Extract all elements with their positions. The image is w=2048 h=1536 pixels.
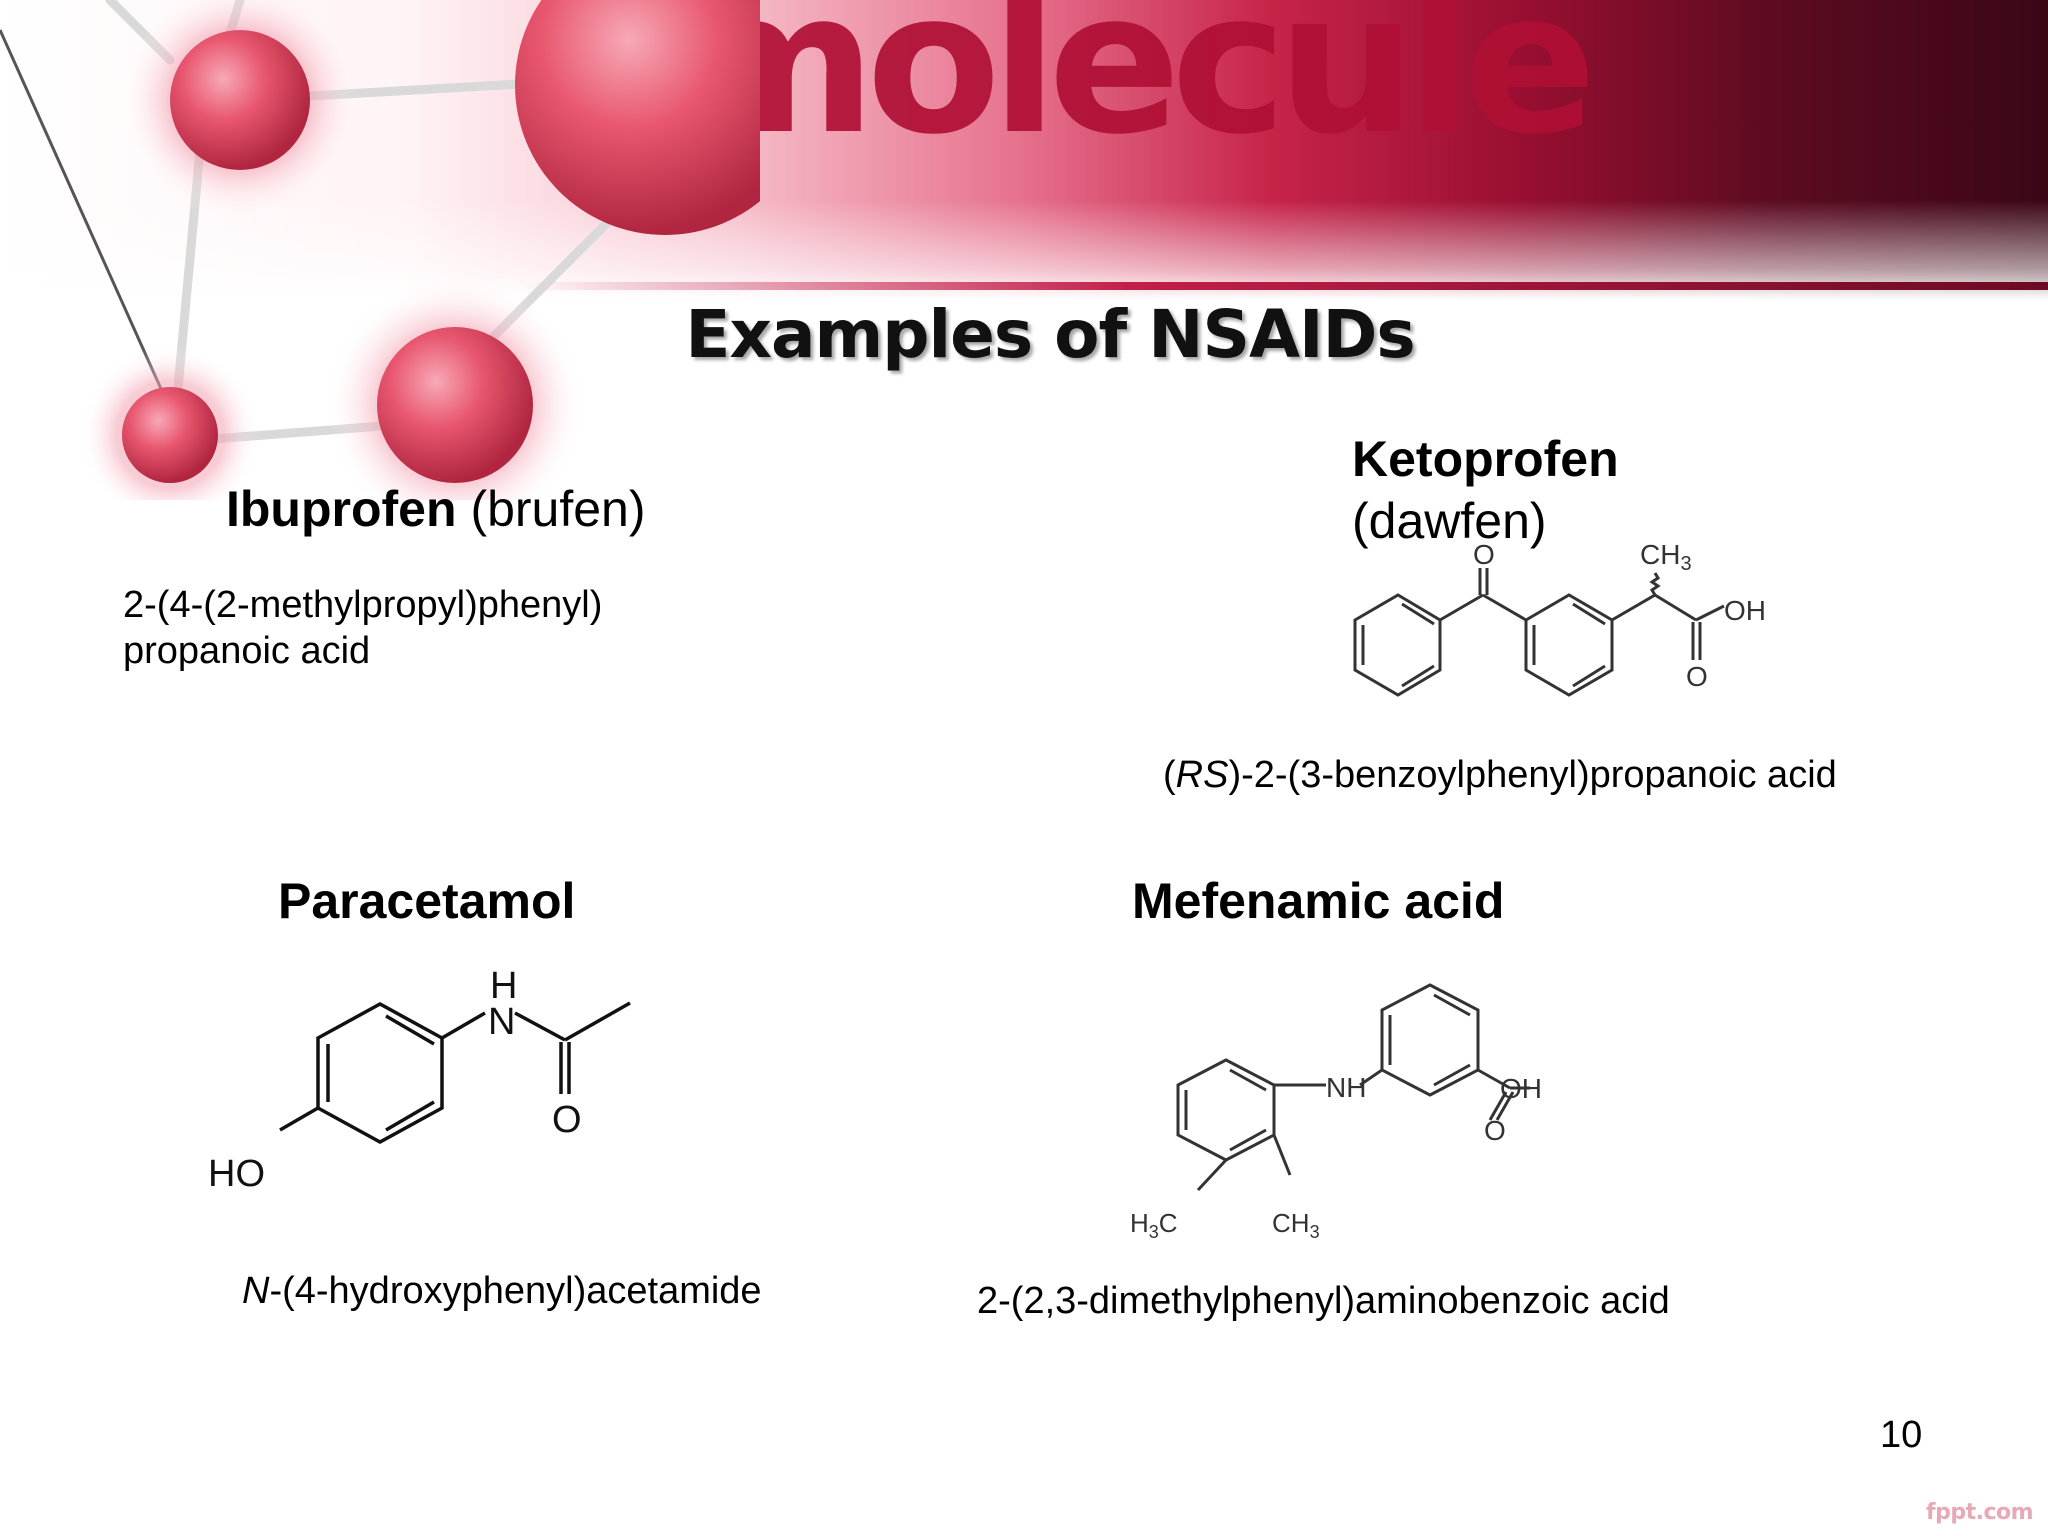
slide-number: 10 xyxy=(1880,1414,1923,1456)
molecule-decoration xyxy=(0,0,760,500)
ibuprofen-heading: Ibuprofen (brufen) xyxy=(226,478,646,540)
mefenamic-iupac: 2-(2,3-dimethylphenyl)aminobenzoic acid xyxy=(977,1280,1670,1322)
banner-logo-word: molecule xyxy=(672,0,1597,178)
ketoprofen-ch3: CH3 xyxy=(1640,540,1692,575)
mefenamic-name: Mefenamic acid xyxy=(1132,873,1505,929)
mefenamic-h3c: H3C xyxy=(1130,1208,1178,1242)
ketoprofen-name: Ketoprofen xyxy=(1352,431,1619,487)
ketoprofen-oh: OH xyxy=(1724,595,1766,626)
paracetamol-structure: H N O HO xyxy=(208,968,631,1195)
paracetamol-name: Paracetamol xyxy=(278,873,576,929)
ibuprofen-alt-name: (brufen) xyxy=(470,481,646,537)
sphere-mid xyxy=(377,327,533,483)
ketoprofen-o-top: O xyxy=(1473,540,1495,570)
paracetamol-n: N xyxy=(488,1001,515,1043)
paracetamol-ho: HO xyxy=(208,1153,265,1195)
ketoprofen-structure: O CH3 OH O xyxy=(1353,540,1766,697)
footer-watermark: fppt.com xyxy=(1926,1500,2034,1525)
ketoprofen-iupac: (RS)-2-(3-benzoylphenyl)propanoic acid xyxy=(1163,754,1837,796)
mefenamic-structure: NH OH O H3C CH3 xyxy=(1130,983,1542,1242)
ibuprofen-iupac: 2-(4-(2-methylpropyl)phenyl) propanoic a… xyxy=(123,582,602,674)
sphere-large xyxy=(515,0,760,235)
mefenamic-oh: OH xyxy=(1500,1073,1542,1104)
ibuprofen-iupac-line1: 2-(4-(2-methylpropyl)phenyl) xyxy=(123,584,603,626)
ibuprofen-name: Ibuprofen xyxy=(226,481,457,537)
sphere-top-left xyxy=(170,30,310,170)
mefenamic-nh: NH xyxy=(1326,1072,1366,1103)
ketoprofen-heading: Ketoprofen (dawfen) xyxy=(1352,428,1619,552)
ibuprofen-iupac-line2: propanoic acid xyxy=(123,630,371,672)
ketoprofen-o-bottom: O xyxy=(1686,661,1708,692)
mefenamic-ch3: CH3 xyxy=(1272,1208,1320,1242)
paracetamol-heading: Paracetamol xyxy=(278,870,575,932)
banner-stripe xyxy=(520,282,2048,290)
ketoprofen-alt-name: (dawfen) xyxy=(1352,493,1547,549)
paracetamol-o: O xyxy=(552,1099,582,1141)
paracetamol-iupac: N-(4-hydroxyphenyl)acetamide xyxy=(242,1270,762,1312)
slide-title: Examples of NSAIDs xyxy=(685,296,1415,373)
mefenamic-heading: Mefenamic acid xyxy=(1132,870,1504,932)
mefenamic-o: O xyxy=(1484,1115,1506,1146)
sphere-small xyxy=(122,387,218,483)
paracetamol-h: H xyxy=(490,968,517,1007)
